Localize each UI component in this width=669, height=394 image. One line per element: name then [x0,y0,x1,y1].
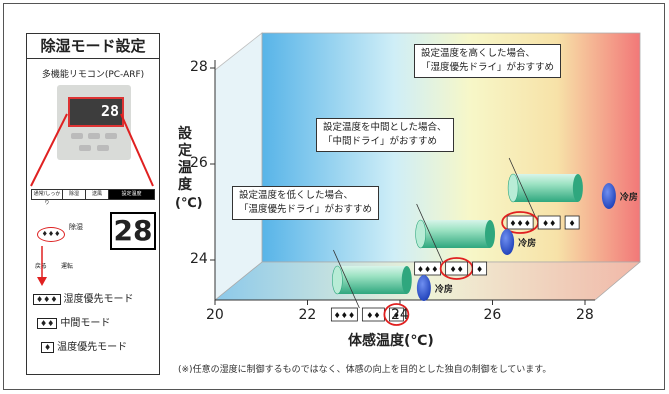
lcd-mode-label: 除湿 [69,223,83,231]
remote-button [105,133,117,139]
mode-box-frame [445,261,469,276]
dehumidify-mode-panel: 除湿モード設定 多機能リモコン(PC-ARF) 28 通常/しっかり 除湿 送風… [26,33,160,375]
drying-range-cylinder [513,174,578,202]
zoom-lines [30,113,154,286]
y-axis-unit: (℃) [175,196,203,211]
cooling-marker [601,183,616,209]
cooling-label: 冷房 [518,237,536,249]
mode-box-frame [388,307,404,322]
legend-label: 温度優先モード [57,342,128,353]
y-tick-label: 24 [190,251,208,267]
drying-range-cylinder [420,220,490,248]
lcd-tab: 設定温度 [108,189,155,200]
x-tick-label: 22 [298,307,317,323]
remote-screen: 28 [68,97,124,127]
drop-icon: ♦ [41,342,55,353]
drop-icon: ♦♦ [37,318,58,329]
mode-box: ♦♦ [537,215,561,230]
mode-box-frame [472,261,488,276]
callout-pointer [416,203,443,263]
legend-item: ♦♦中間モード [37,314,167,329]
mode-box: ♦ [383,303,410,326]
remote-model-label: 多機能リモコン(PC-ARF) [41,70,145,80]
mode-box-frame [564,215,580,230]
callout-line: 設定温度を高くした場合、 [421,48,536,59]
cooling-label: 冷房 [435,283,453,295]
remote-button [79,145,91,151]
y-tick-marks [210,67,215,261]
mode-box-frame [506,215,534,230]
x-tick-label: 28 [576,307,594,323]
callout-line: 「湿度優先ドライ」がおすすめ [421,62,555,73]
legend-label: 湿度優先モード [63,294,134,305]
lcd-tabs: 通常/しっかり 除湿 送風 設定温度 [31,189,155,206]
side-wall [214,32,263,301]
callout-pointer [333,249,360,309]
lcd-temperature: 28 [110,212,156,250]
cylinder-end [415,219,426,249]
drop-icon: ♦♦ [542,219,556,228]
x-tick-label: 24 [391,307,409,323]
y-tick-label: 26 [190,155,208,171]
cylinder-end [572,174,583,202]
drop-icon: ♦ [393,311,400,320]
cylinder-end [401,266,412,294]
mode-box: ♦♦♦ [330,307,358,322]
drop-icon: ♦♦♦ [334,311,356,320]
cooling-label: 冷房 [620,191,638,203]
cylinder-end [485,220,495,248]
drop-icon: ♦ [476,265,483,274]
mode-box: ♦ [564,215,580,230]
lcd-bottom-left: 戻る [35,263,48,270]
callout-line: 設定温度を低くした場合、 [239,190,354,201]
drop-icon: ♦♦ [366,311,380,320]
remote-lcd-zoom: 通常/しっかり 除湿 送風 設定温度 ♦♦♦ 除湿 28 戻る 運転 [31,185,156,271]
remote-button [71,133,83,139]
drying-range-cylinder [337,266,407,294]
drop-icon: ♦♦♦ [417,265,439,274]
mode-box-frame [330,307,358,322]
x-tick-label: 26 [483,307,502,323]
cooling-marker [500,229,515,255]
callout-mid: 設定温度を中間とした場合、 「中間ドライ」がおすすめ [316,118,454,152]
content-frame [3,3,665,390]
cylinder-end [507,173,519,203]
legend-label: 中間モード [60,318,111,329]
callout-line: 「中間ドライ」がおすすめ [323,136,438,147]
drop-icon: ♦♦ [449,265,463,274]
lcd-bottom-right: 運転 [61,263,74,270]
recommended-highlight [383,303,410,326]
callout-line: 「温度優先ドライ」がおすすめ [239,204,373,215]
callout-line: 設定温度を中間とした場合、 [323,122,447,133]
remote-control-image: 28 [57,85,131,160]
callout-low: 設定温度を低くした場合、 「温度優先ドライ」がおすすめ [232,186,380,220]
callout-high: 設定温度を高くした場合、 「湿度優先ドライ」がおすすめ [414,44,562,78]
lcd-drop-icon: ♦♦♦ [37,227,65,242]
x-axis-label: 体感温度(℃) [348,333,434,349]
cooling-marker [416,275,431,301]
drop-icon: ♦ [569,219,576,228]
legend-item: ♦♦♦湿度優先モード [33,290,163,305]
remote-button [88,133,100,139]
legend-item: ♦温度優先モード [41,338,171,353]
y-axis-label-text: 設定温度 [178,126,192,193]
mode-box: ♦ [472,261,488,276]
mode-box: ♦♦ [361,307,385,322]
remote-screen-value: 28 [100,102,119,120]
panel-title: 除湿モード設定 [27,34,159,59]
y-tick-label: 28 [190,59,208,75]
cylinder-end [332,265,343,295]
y-axis-label: 設定温度 [176,126,194,194]
mode-box-frame [537,215,561,230]
x-tick-marks [214,300,586,305]
remote-button [97,145,109,151]
drop-icon: ♦♦♦ [509,219,531,228]
drop-icon: ♦♦♦ [33,294,61,305]
mode-box: ♦♦♦ [414,261,442,276]
callout-pointer [508,157,536,217]
footnote: (※)任意の湿度に制御するものではなく、体感の向上を目的とした独自の制御をしてい… [178,365,552,375]
x-tick-label: 20 [206,307,224,323]
